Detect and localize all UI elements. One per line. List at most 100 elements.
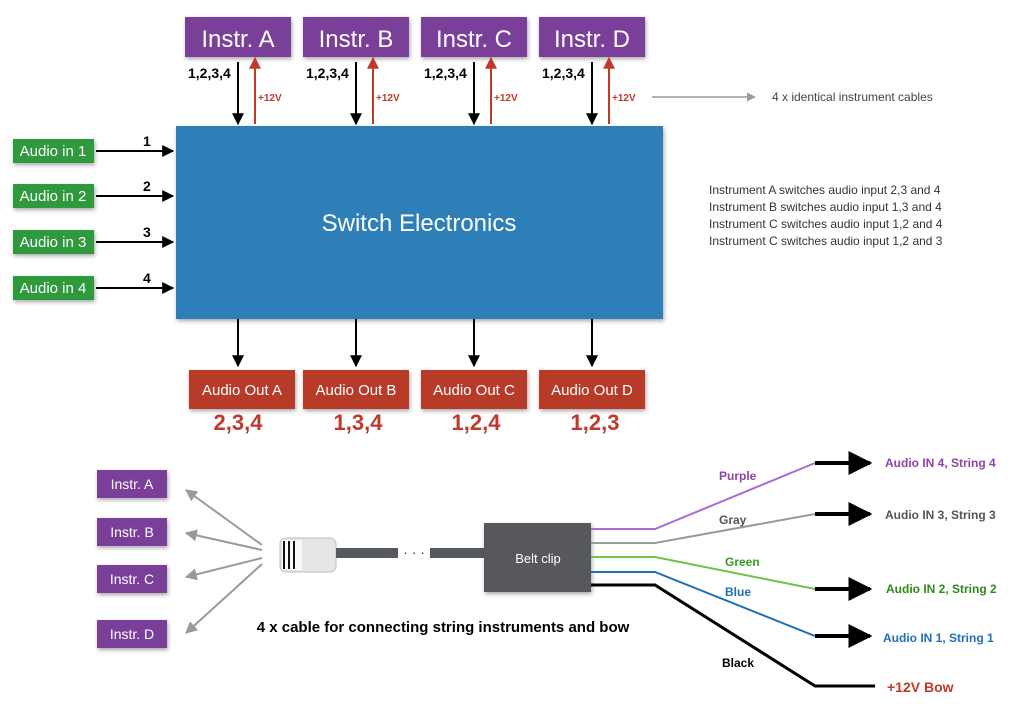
power-label: +12V bbox=[376, 93, 400, 104]
audio-output-label: Audio Out C bbox=[433, 382, 515, 399]
instrument-label: Instr. B bbox=[110, 524, 154, 540]
wire-green: Green Audio IN 2, String 2 bbox=[591, 555, 997, 601]
audio-input-4: Audio in 4 4 bbox=[13, 270, 175, 300]
audio-input-label: Audio in 2 bbox=[20, 188, 87, 205]
cable-instrument-b: Instr. B bbox=[97, 518, 167, 546]
audio-output-inputs: 1,2,3 bbox=[571, 410, 620, 435]
instrument-box bbox=[97, 565, 167, 593]
cable-instrument-d: Instr. D bbox=[97, 620, 167, 648]
instrument-box bbox=[97, 470, 167, 498]
black-wire bbox=[591, 583, 875, 688]
instrument-block-c: Instr. C 1,2,3,4 +12V bbox=[421, 17, 527, 126]
cable-instrument-c: Instr. C bbox=[97, 565, 167, 593]
cable-segment bbox=[430, 548, 486, 558]
audio-input-label: Audio in 4 bbox=[20, 280, 87, 297]
instrument-block-a: Instr. A 1,2,3,4 +12V bbox=[185, 17, 291, 126]
instrument-label: Instr. B bbox=[319, 26, 394, 53]
gray-wire bbox=[591, 513, 816, 544]
instrument-channels: 1,2,3,4 bbox=[188, 65, 231, 81]
purple-wire bbox=[591, 462, 816, 530]
power-label: +12V bbox=[612, 93, 636, 104]
audio-output-box bbox=[421, 370, 527, 409]
wire-purple: Purple Audio IN 4, String 4 bbox=[591, 451, 996, 530]
audio-input-2: Audio in 2 2 bbox=[13, 178, 175, 208]
switch-electronics-box bbox=[176, 126, 663, 319]
input-number: 4 bbox=[143, 270, 151, 286]
audio-input-label: Audio in 1 bbox=[20, 143, 87, 160]
instrument-channels: 1,2,3,4 bbox=[306, 65, 349, 81]
wire-color-label: Green bbox=[725, 555, 760, 569]
instrument-channels: 1,2,3,4 bbox=[542, 65, 585, 81]
gray-arrow bbox=[185, 489, 263, 546]
audio-input-3: Audio in 3 3 bbox=[13, 224, 175, 254]
wire-destination: Audio IN 3, String 3 bbox=[885, 508, 996, 522]
wire-color-label: Black bbox=[722, 656, 754, 670]
input-number: 3 bbox=[143, 224, 151, 240]
instrument-box bbox=[539, 17, 645, 57]
cables-note: 4 x identical instrument cables bbox=[772, 90, 933, 104]
instrument-block-d: Instr. D 1,2,3,4 +12V bbox=[539, 17, 645, 126]
instrument-box bbox=[303, 17, 409, 57]
wire-color-label: Gray bbox=[719, 513, 747, 527]
switch-note: Instrument C switches audio input 1,2 an… bbox=[709, 217, 943, 231]
wire-blue: Blue Audio IN 1, String 1 bbox=[591, 571, 994, 648]
switch-note: Instrument A switches audio input 2,3 an… bbox=[709, 183, 941, 197]
instrument-label: Instr. A bbox=[111, 476, 154, 492]
wire-color-label: Blue bbox=[725, 585, 751, 599]
instrument-label: Instr. C bbox=[436, 26, 512, 53]
gray-arrow bbox=[184, 529, 263, 551]
wire-destination: +12V Bow bbox=[887, 679, 954, 695]
audio-output-box bbox=[189, 370, 295, 409]
cable-caption: 4 x cable for connecting string instrume… bbox=[257, 619, 630, 636]
instrument-box bbox=[185, 17, 291, 57]
plug-connector-icon bbox=[279, 537, 337, 573]
switch-note: Instrument B switches audio input 1,3 an… bbox=[709, 200, 942, 214]
switch-note: Instrument C switches audio input 1,2 an… bbox=[709, 234, 943, 248]
blue-wire bbox=[591, 571, 816, 637]
audio-input-box bbox=[13, 276, 94, 300]
instrument-block-b: Instr. B 1,2,3,4 +12V bbox=[303, 17, 409, 126]
gray-arrow bbox=[184, 557, 263, 581]
power-label: +12V bbox=[494, 93, 518, 104]
audio-input-box bbox=[13, 230, 94, 254]
wire-destination: Audio IN 2, String 2 bbox=[886, 582, 997, 596]
audio-output-label: Audio Out A bbox=[202, 382, 282, 399]
input-number: 1 bbox=[143, 133, 151, 149]
instrument-box bbox=[97, 518, 167, 546]
switch-electronics-label: Switch Electronics bbox=[322, 210, 517, 237]
audio-output-inputs: 1,2,4 bbox=[452, 410, 502, 435]
wire-destination: Audio IN 1, String 1 bbox=[883, 631, 994, 645]
belt-clip-label: Belt clip bbox=[515, 551, 561, 566]
gray-arrow bbox=[185, 563, 263, 634]
audio-input-label: Audio in 3 bbox=[20, 234, 87, 251]
instrument-box bbox=[421, 17, 527, 57]
input-number: 2 bbox=[143, 178, 151, 194]
audio-output-box bbox=[303, 370, 409, 409]
audio-output-inputs: 1,3,4 bbox=[334, 410, 384, 435]
instrument-box bbox=[97, 620, 167, 648]
audio-output-d: Audio Out D 1,2,3 bbox=[539, 319, 645, 435]
audio-output-b: Audio Out B 1,3,4 bbox=[303, 319, 409, 435]
wire-gray: Gray Audio IN 3, String 3 bbox=[591, 502, 996, 544]
wire-destination: Audio IN 4, String 4 bbox=[885, 456, 996, 470]
audio-output-inputs: 2,3,4 bbox=[214, 410, 264, 435]
belt-clip-box bbox=[484, 523, 591, 592]
audio-input-1: Audio in 1 1 bbox=[13, 133, 175, 163]
plug-to-instrument-arrows bbox=[184, 489, 263, 634]
power-label: +12V bbox=[258, 93, 282, 104]
wire-black: Black +12V Bow bbox=[591, 583, 954, 695]
instrument-label: Instr. D bbox=[110, 626, 154, 642]
instrument-label: Instr. A bbox=[201, 26, 274, 53]
switch-notes: Instrument A switches audio input 2,3 an… bbox=[709, 183, 943, 248]
instrument-label: Instr. D bbox=[554, 26, 630, 53]
wire-color-label: Purple bbox=[719, 469, 757, 483]
audio-output-a: Audio Out A 2,3,4 bbox=[189, 319, 295, 435]
audio-output-label: Audio Out B bbox=[316, 382, 397, 399]
audio-input-box bbox=[13, 139, 94, 163]
green-wire bbox=[591, 556, 816, 590]
cable-ellipsis: · · · bbox=[403, 544, 425, 560]
instrument-label: Instr. C bbox=[110, 571, 154, 587]
cable-segment bbox=[336, 548, 398, 558]
audio-input-box bbox=[13, 184, 94, 208]
